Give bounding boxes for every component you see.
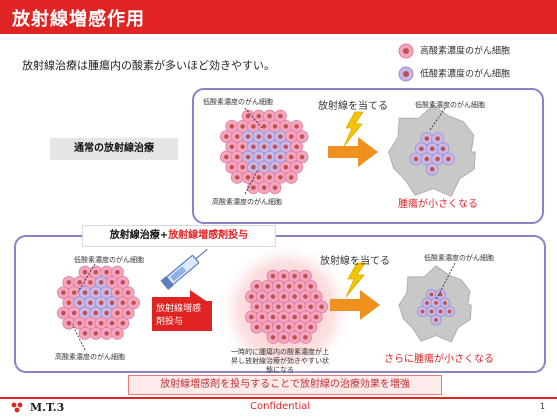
- intro-text: 放射線治療は腫瘍内の酸素が多いほど効きやすい。: [22, 59, 275, 72]
- legend-high-label: 高酸素濃度のがん細胞: [420, 46, 511, 57]
- annot-low-right-1: 低酸素濃度のがん細胞: [415, 101, 485, 109]
- combo-treatment-label: 放射線治療+放射線増感剤投与: [82, 225, 276, 247]
- logo-icon: [11, 402, 23, 413]
- tumor-normal-before: [219, 109, 309, 195]
- company-logo: M.T.3: [30, 401, 65, 414]
- arrow-icon: [330, 290, 380, 320]
- tumor-combo-during: [244, 269, 329, 344]
- footer-divider: [0, 397, 557, 399]
- result-2: さらに腫瘍が小さくなる: [384, 354, 494, 365]
- annotation-arrows: [71, 107, 456, 351]
- syringe-icon: [160, 248, 208, 290]
- normal-treatment-label: 通常の放射線治療: [50, 138, 178, 160]
- arrow-icon: [328, 137, 378, 167]
- high-oxygen-cell-icon: [398, 43, 414, 59]
- annot-high-2: 高酸素濃度のがん細胞: [55, 353, 125, 361]
- tumor-normal-after: [388, 104, 476, 197]
- annot-low-2: 低酸素濃度のがん細胞: [74, 256, 144, 264]
- tumor-combo-before: [57, 265, 141, 340]
- summary-banner: 放射線増感剤を投与することで放射線の治療効果を増強: [128, 375, 442, 395]
- drug-label: 放射線増感剤投与: [152, 301, 212, 331]
- combo-label-prefix: 放射線治療+: [109, 230, 169, 241]
- annot-low-right-2: 低酸素濃度のがん細胞: [424, 254, 494, 262]
- page-title: 放射線増感作用: [12, 9, 145, 30]
- radiation-label-2: 放射線を当てる: [320, 256, 390, 267]
- title-bar: [0, 0, 557, 34]
- low-oxygen-cell-icon: [398, 66, 414, 82]
- lightning-bolt-icon: [345, 262, 366, 298]
- tumor-combo-after: [398, 265, 472, 343]
- legend-low: 低酸素濃度のがん細胞: [398, 66, 510, 82]
- confidential-label: Confidential: [250, 401, 311, 412]
- result-1: 腫瘍が小さくなる: [398, 199, 478, 210]
- page-number: 1: [540, 402, 546, 411]
- combo-label-drug: 放射線増感剤投与: [168, 230, 249, 241]
- oxygen-note: 一時的に腫瘍内の酸素濃度が上昇し放射線治療が効きやすい状態になる: [231, 348, 329, 374]
- radiation-label-1: 放射線を当てる: [318, 101, 388, 112]
- annot-high-1: 高酸素濃度のがん細胞: [212, 198, 282, 206]
- lightning-bolt-icon: [343, 111, 364, 147]
- annot-low-1: 低酸素濃度のがん細胞: [203, 98, 273, 106]
- legend-high: 高酸素濃度のがん細胞: [398, 43, 510, 59]
- legend-low-label: 低酸素濃度のがん細胞: [420, 69, 511, 80]
